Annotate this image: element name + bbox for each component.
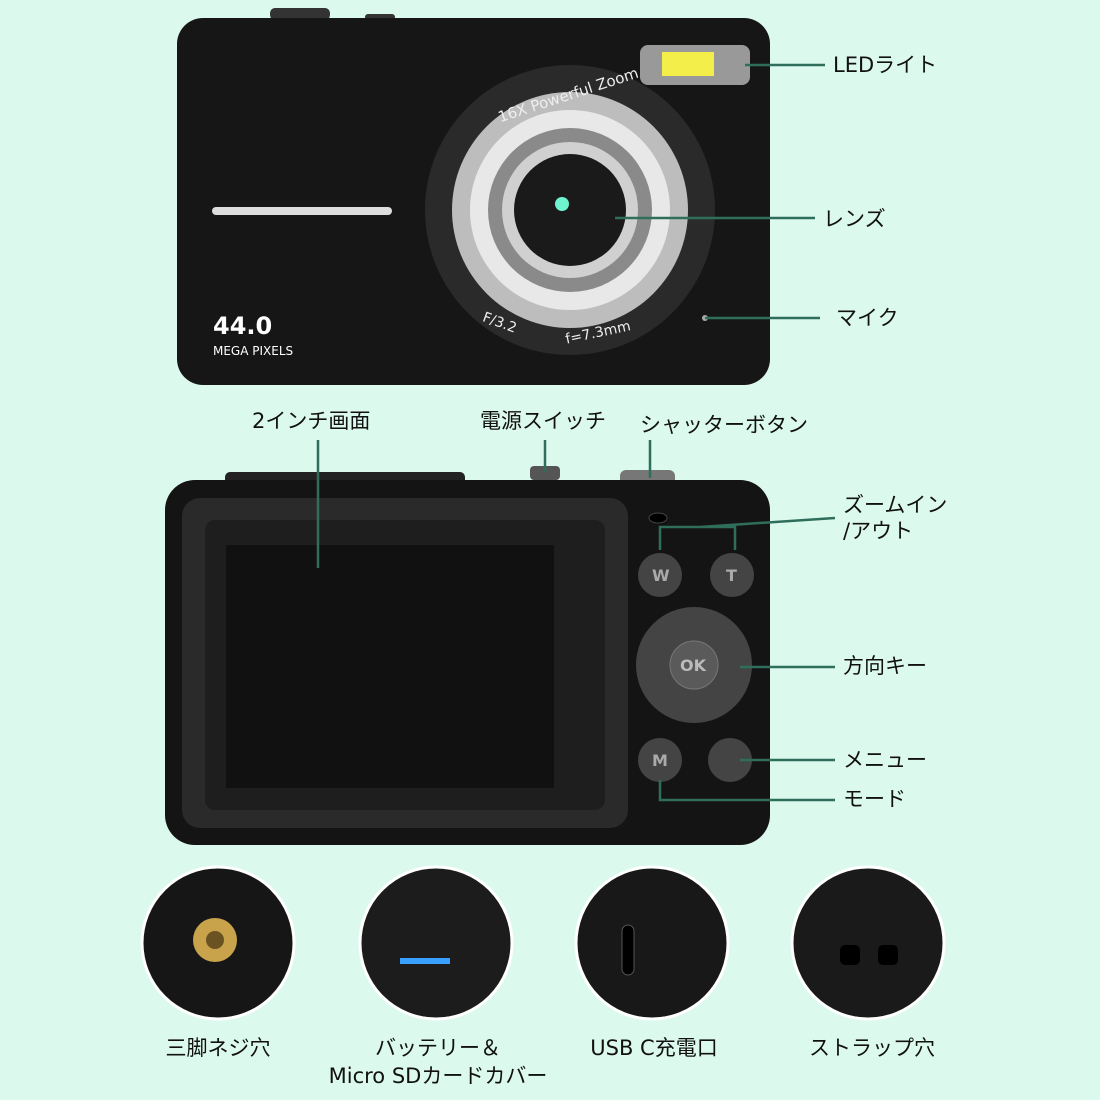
callout-led: LEDライト [833, 53, 938, 77]
detail-label-strap: ストラップ穴 [809, 1036, 935, 1060]
callout-dpad: 方向キー [843, 654, 927, 678]
m-label: M [652, 751, 668, 770]
callout-mode: モード [843, 787, 906, 811]
camera-front [177, 8, 770, 385]
callout-zoom-1: ズームイン [843, 493, 948, 517]
detail-label-tripod: 三脚ネジ穴 [165, 1036, 271, 1060]
mode-button [638, 738, 682, 782]
detail-battery-cover [358, 865, 514, 1021]
camera-back [165, 466, 770, 845]
callout-screen: 2インチ画面 [252, 409, 371, 433]
callout-mic: マイク [836, 306, 899, 330]
ok-button [669, 640, 719, 690]
callout-lens: レンズ [823, 207, 886, 231]
led-light [640, 45, 750, 85]
callout-menu: メニュー [843, 748, 927, 772]
detail-circles [140, 865, 946, 1021]
megapixels-unit: MEGA PIXELS [213, 344, 294, 358]
lens [425, 65, 715, 355]
callout-lines [316, 63, 836, 802]
detail-strap [790, 865, 946, 1021]
zoom-in-button [710, 553, 754, 597]
callout-zoom-2: /アウト [843, 519, 914, 543]
detail-label-battery: バッテリー＆ [375, 1036, 501, 1060]
callout-power: 電源スイッチ [480, 409, 606, 433]
ok-label: OK [680, 656, 706, 675]
detail-label-usb: USB C充電口 [590, 1036, 718, 1060]
zoom-out-button [638, 553, 682, 597]
megapixels-value: 44.0 [213, 312, 273, 340]
detail-label-sd: Micro SDカードカバー [328, 1064, 548, 1088]
w-label: W [652, 566, 670, 585]
menu-button [708, 738, 752, 782]
detail-usb [574, 865, 730, 1021]
t-label: T [726, 566, 737, 585]
callout-shutter: シャッターボタン [640, 413, 808, 437]
